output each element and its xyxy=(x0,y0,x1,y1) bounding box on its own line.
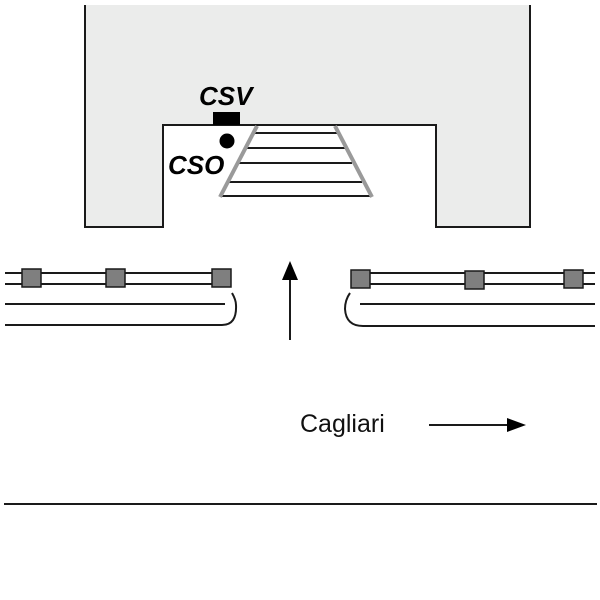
building-outline xyxy=(84,5,531,228)
arrow-up-icon xyxy=(282,261,298,340)
platform-edge xyxy=(5,292,238,326)
track-box xyxy=(350,269,371,289)
track-box xyxy=(211,268,232,288)
track-box xyxy=(563,269,584,289)
building xyxy=(85,5,530,227)
cso-label: CSO xyxy=(168,150,224,180)
cso-marker xyxy=(219,133,235,149)
left-track xyxy=(5,268,238,326)
platform-edge xyxy=(343,292,595,327)
right-track xyxy=(343,269,595,327)
arrow-right-icon xyxy=(429,418,526,432)
stair-rail-left xyxy=(218,125,259,198)
track-box xyxy=(21,268,42,288)
track-box xyxy=(464,270,485,290)
csv-marker xyxy=(213,112,240,125)
staircase xyxy=(218,125,374,198)
direction-label: Cagliari xyxy=(300,410,385,438)
csv-label: CSV xyxy=(199,81,255,111)
stair-rail-right xyxy=(333,125,374,198)
track-box xyxy=(105,268,126,288)
